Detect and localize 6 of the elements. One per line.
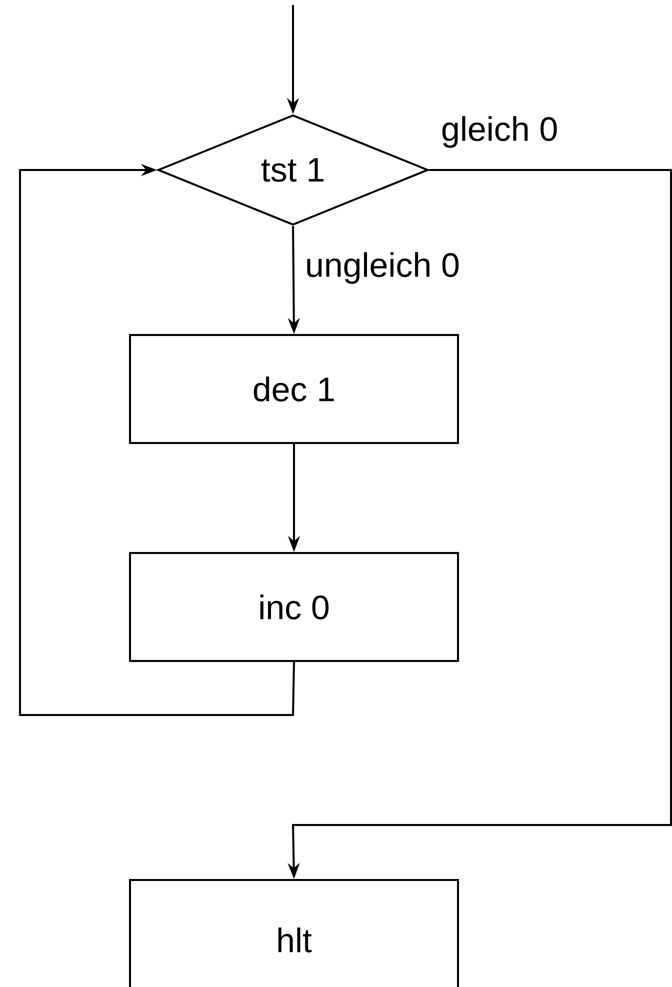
process-box: inc 0 <box>129 552 459 662</box>
process-box: dec 1 <box>129 334 459 444</box>
edge-label: ungleich 0 <box>303 250 462 286</box>
edge-label: gleich 0 <box>439 114 560 150</box>
process-box: hlt <box>129 879 459 987</box>
arrow <box>19 164 295 716</box>
